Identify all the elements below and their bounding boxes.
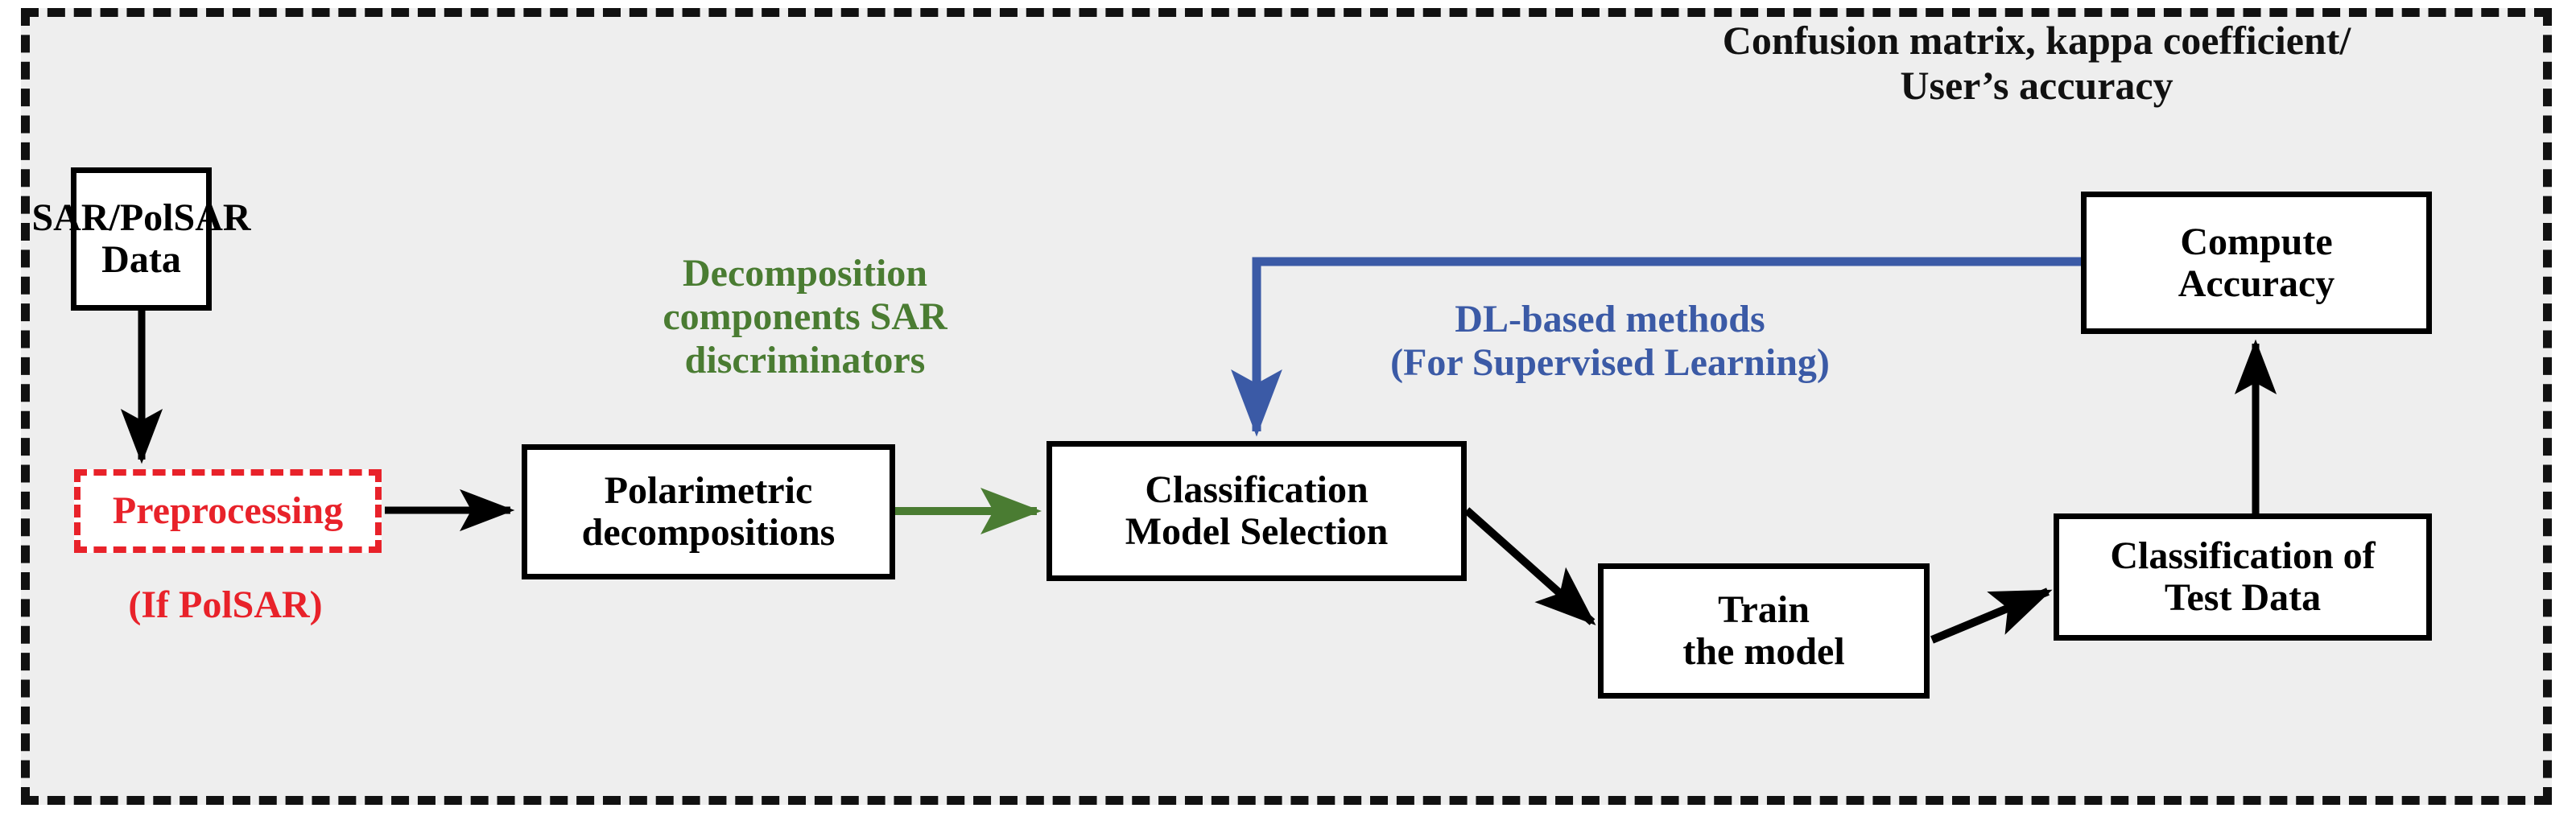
node-polarimetric-decompositions[interactable]: Polarimetric decompositions xyxy=(522,444,895,579)
node-classification-of-test-data[interactable]: Classification of Test Data xyxy=(2054,513,2432,641)
node-compute-accuracy-label: Compute Accuracy xyxy=(2178,220,2335,305)
node-preprocessing-label: Preprocessing xyxy=(112,489,344,533)
node-compute-accuracy[interactable]: Compute Accuracy xyxy=(2081,192,2432,334)
node-polarimetric-decompositions-label: Polarimetric decompositions xyxy=(581,469,836,554)
node-preprocessing[interactable]: Preprocessing xyxy=(74,469,382,553)
annotation-decomposition-components: Decomposition components SAR discriminat… xyxy=(663,252,947,381)
diagram-outer-dashed-frame xyxy=(21,8,2552,805)
node-classification-model-selection-label: Classification Model Selection xyxy=(1125,468,1389,553)
annotation-if-polsar: (If PolSAR) xyxy=(128,583,323,626)
annotation-confusion-matrix-metrics: Confusion matrix, kappa coefficient/ Use… xyxy=(1722,18,2351,108)
node-classification-model-selection[interactable]: Classification Model Selection xyxy=(1046,441,1467,581)
node-sar-polsar-data[interactable]: SAR/PolSAR Data xyxy=(31,167,251,311)
node-classification-of-test-data-label: Classification of Test Data xyxy=(2110,534,2376,619)
node-train-the-model[interactable]: Train the model xyxy=(1598,563,1930,699)
node-sar-polsar-data-label: SAR/PolSAR Data xyxy=(31,196,251,281)
node-train-the-model-label: Train the model xyxy=(1682,588,1845,673)
annotation-dl-based-methods: DL-based methods (For Supervised Learnin… xyxy=(1390,298,1830,384)
